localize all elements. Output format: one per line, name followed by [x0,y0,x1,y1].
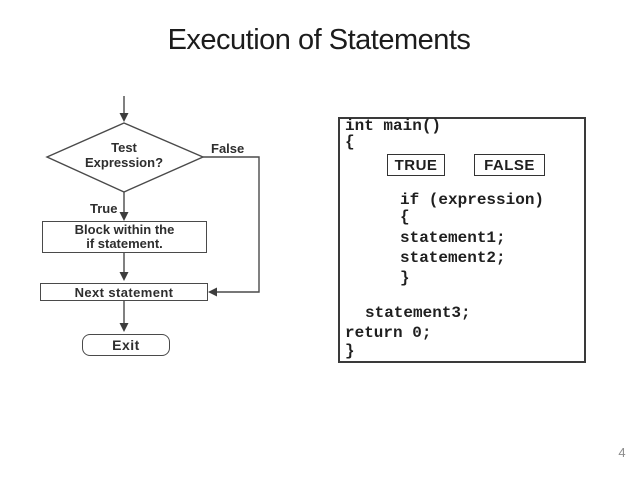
page-number: 4 [618,445,626,460]
code-line-statement3: statement3; [365,304,471,322]
flowchart-lines [45,96,260,332]
decision-label-line2: Expression? [84,155,164,170]
true-branch-label: True [90,201,118,216]
false-arrowhead [208,287,217,297]
false-branch-label: False [211,141,245,156]
false-branch-line [203,156,260,293]
code-line-if-open: { [400,208,410,226]
exit-node: Exit [82,334,170,356]
code-line-statement2: statement2; [400,249,506,267]
code-line-int-main: int main() [345,117,442,135]
block-statement-line1: Block within the [74,222,175,237]
next-statement-node: Next statement [40,283,208,301]
decision-label: Test Expression? [54,140,194,170]
code-line-if-close: } [400,269,410,287]
true-arrowhead [119,212,129,221]
block-to-next-arrowhead [119,272,129,281]
start-arrowhead [119,113,129,122]
code-line-open-brace: { [345,133,355,151]
decision-label-line1: Test [111,140,137,155]
code-line-statement1: statement1; [400,229,506,247]
block-statement-line2: if statement. [86,236,163,251]
code-line-return: return 0; [345,324,432,342]
false-label-box: FALSE [474,154,545,176]
true-label-box: TRUE [387,154,445,176]
next-to-exit-arrowhead [119,323,129,332]
code-line-if: if (expression) [400,191,545,209]
block-statement-node: Block within the if statement. [42,221,207,253]
code-line-close-brace: } [345,342,355,360]
slide-title: Execution of Statements [167,24,471,56]
